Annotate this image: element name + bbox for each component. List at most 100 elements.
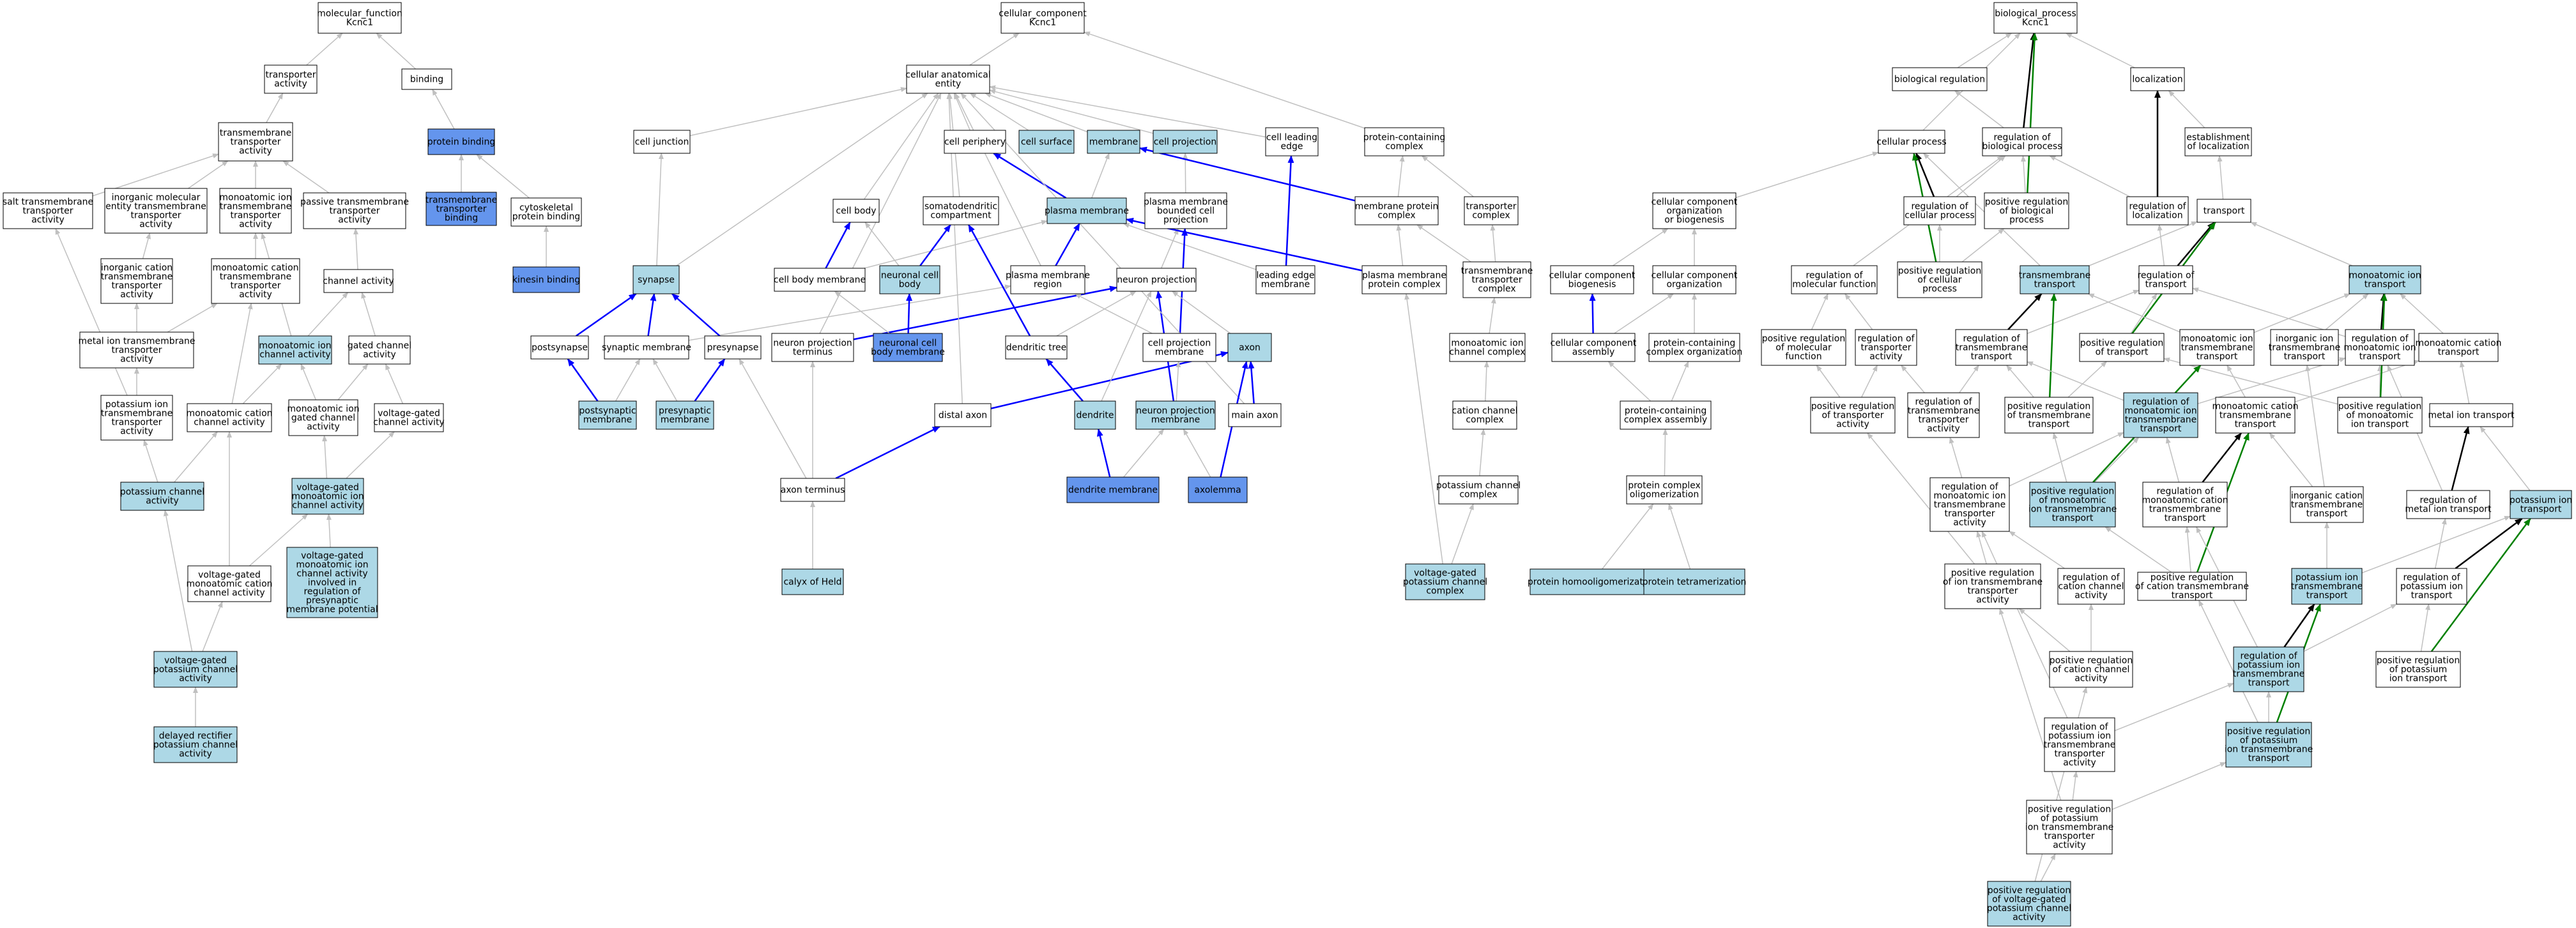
go-term-node[interactable]: dendritic tree xyxy=(1005,335,1068,360)
go-term-node[interactable]: cell body membrane xyxy=(774,268,866,292)
go-term-node[interactable]: cell surface xyxy=(1018,130,1075,154)
go-term-node[interactable]: calyx of Held xyxy=(781,568,844,595)
go-term-node[interactable]: axon xyxy=(1227,333,1272,362)
go-term-node[interactable]: plasma membrane xyxy=(1045,197,1129,224)
go-term-node[interactable]: cellular process xyxy=(1876,130,1947,154)
go-term-node[interactable]: main axon xyxy=(1228,403,1282,427)
go-term-node[interactable]: synapse xyxy=(632,265,680,294)
go-term-node[interactable]: transport xyxy=(2196,199,2251,223)
go-term-node[interactable]: axolemma xyxy=(1188,476,1248,503)
go-term-node[interactable]: presynapse xyxy=(704,335,762,360)
go-term-node[interactable]: dendrite membrane xyxy=(1066,476,1160,503)
go-term-node[interactable]: binding xyxy=(401,68,452,90)
go-term-node[interactable]: kinesin binding xyxy=(512,266,580,293)
go-term-node[interactable]: cell periphery xyxy=(944,130,1006,154)
go-term-node[interactable]: synaptic membrane xyxy=(602,335,691,360)
go-term-node[interactable]: protein binding xyxy=(427,128,495,155)
go-term-node[interactable]: neuron projection xyxy=(1116,268,1197,292)
go-term-node[interactable]: localization xyxy=(2130,67,2185,91)
